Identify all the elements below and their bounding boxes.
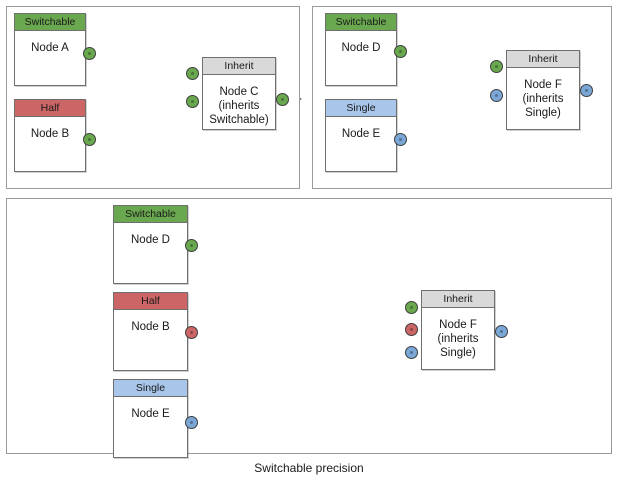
- node-c-header: Inherit: [203, 58, 275, 75]
- node-node-f-top-right[interactable]: Inherit Node F (inherits Single): [506, 50, 580, 130]
- port-node-f-b-in-2[interactable]: [405, 323, 418, 336]
- port-node-f-tr-in-2[interactable]: [490, 89, 503, 102]
- port-node-d-b-out[interactable]: [185, 239, 198, 252]
- node-f-b-header: Inherit: [422, 291, 494, 308]
- port-node-f-b-out[interactable]: [495, 325, 508, 338]
- node-f-b-body: Node F (inherits Single): [437, 319, 479, 359]
- node-node-a[interactable]: Switchable Node A: [14, 13, 86, 86]
- node-d-b-header: Switchable: [114, 206, 187, 223]
- node-b-b-header: Half: [114, 293, 187, 310]
- node-a-body: Node A: [31, 42, 69, 54]
- node-d-tr-body: Node D: [341, 42, 381, 54]
- node-node-c[interactable]: Inherit Node C (inherits Switchable): [202, 57, 276, 130]
- node-node-b-bottom[interactable]: Half Node B: [113, 292, 188, 371]
- panel-switchable-precision: [6, 198, 612, 454]
- node-node-e-bottom[interactable]: Single Node E: [113, 379, 188, 458]
- node-node-f-bottom[interactable]: Inherit Node F (inherits Single): [421, 290, 495, 370]
- diagram-caption: Switchable precision: [254, 461, 364, 475]
- node-f-tr-header: Inherit: [507, 51, 579, 68]
- node-a-header: Switchable: [15, 14, 85, 31]
- port-node-a-out[interactable]: [83, 47, 96, 60]
- port-node-b-b-out[interactable]: [185, 326, 198, 339]
- node-c-body: Node C (inherits Switchable): [209, 86, 269, 126]
- node-node-d-bottom[interactable]: Switchable Node D: [113, 205, 188, 284]
- port-node-e-b-out[interactable]: [185, 416, 198, 429]
- node-e-b-header: Single: [114, 380, 187, 397]
- node-d-tr-header: Switchable: [326, 14, 396, 31]
- port-node-c-in-2[interactable]: [186, 95, 199, 108]
- port-node-f-b-in-3[interactable]: [405, 346, 418, 359]
- port-node-c-in-1[interactable]: [186, 67, 199, 80]
- node-b-header: Half: [15, 100, 85, 117]
- node-b-body: Node B: [30, 128, 70, 140]
- port-node-b-out[interactable]: [83, 133, 96, 146]
- port-node-e-tr-out[interactable]: [394, 133, 407, 146]
- node-f-tr-body: Node F (inherits Single): [522, 79, 564, 119]
- port-node-c-out[interactable]: [276, 93, 289, 106]
- node-e-tr-header: Single: [326, 100, 396, 117]
- node-node-e-top-right[interactable]: Single Node E: [325, 99, 397, 172]
- port-node-f-tr-in-1[interactable]: [490, 60, 503, 73]
- node-node-d-top-right[interactable]: Switchable Node D: [325, 13, 397, 86]
- port-node-d-tr-out[interactable]: [394, 45, 407, 58]
- port-node-f-tr-out[interactable]: [580, 84, 593, 97]
- node-node-b[interactable]: Half Node B: [14, 99, 86, 172]
- node-d-b-body: Node D: [131, 234, 170, 246]
- node-b-b-body: Node B: [131, 321, 170, 333]
- node-e-tr-body: Node E: [341, 128, 381, 140]
- node-e-b-body: Node E: [131, 408, 170, 420]
- port-node-f-b-in-1[interactable]: [405, 301, 418, 314]
